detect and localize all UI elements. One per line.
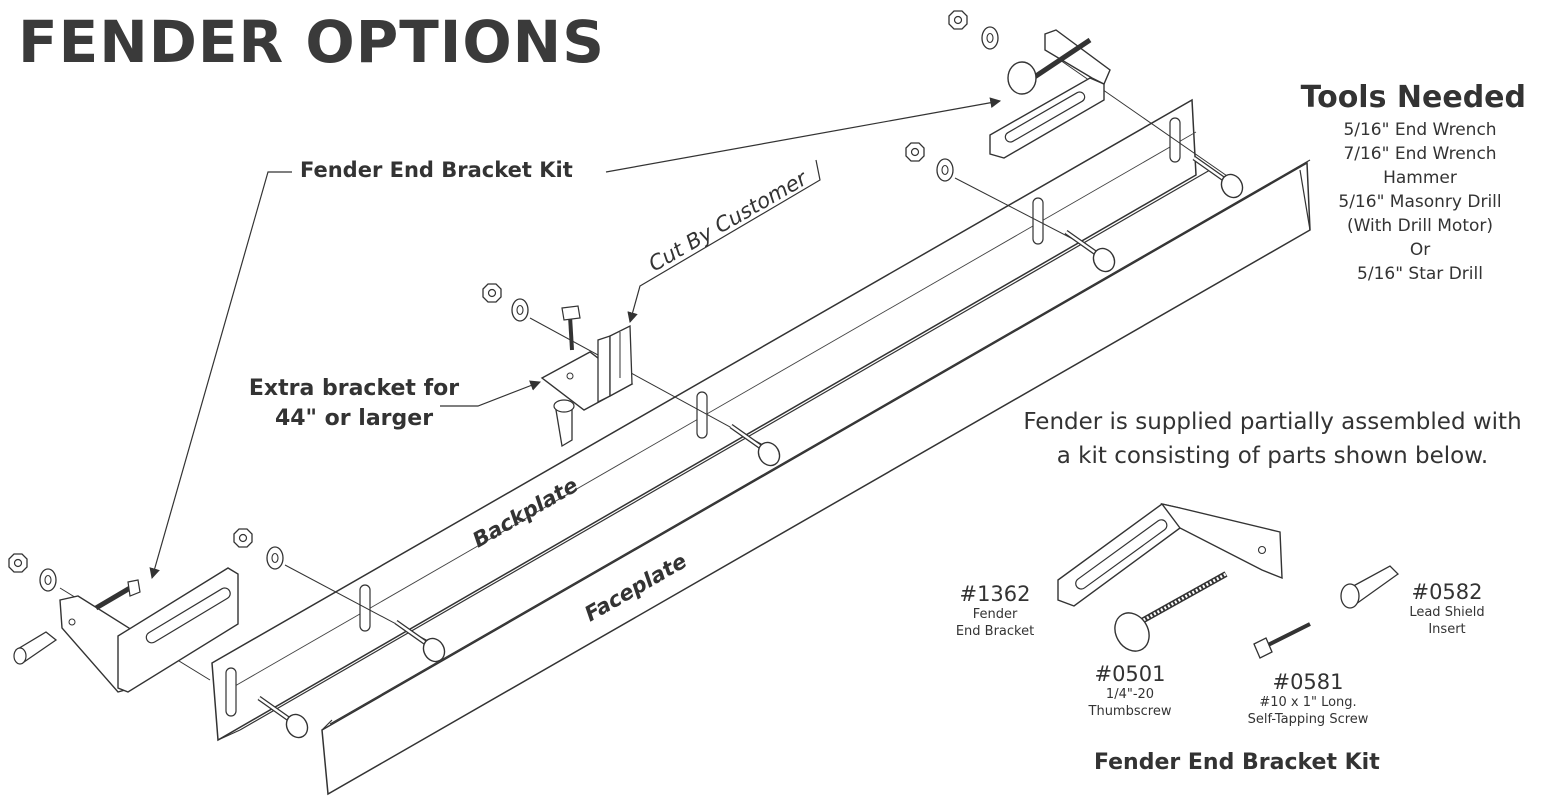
tool-item: 5/16" Masonry Drill [1338, 192, 1502, 212]
left-end-bracket [13, 567, 239, 693]
part-1362: #1362 Fender End Bracket [940, 582, 1050, 640]
part-0501: #0501 1/4"-20 Thumbscrew [1070, 662, 1190, 720]
faceplate [321, 159, 1311, 796]
part-number: #1362 [959, 582, 1031, 606]
note-line2: a kit consisting of parts shown below. [1056, 443, 1489, 469]
tool-item: Hammer [1383, 168, 1457, 188]
tools-list: 5/16" End Wrench 7/16" End Wrench Hammer… [1320, 118, 1520, 286]
kit-parts-illustration [1057, 502, 1400, 659]
extra-bracket-line1: Extra bracket for [248, 376, 460, 401]
extra-bracket-line2: 44" or larger [274, 406, 434, 431]
part-desc: #10 x 1" Long. [1259, 695, 1357, 710]
part-desc: Self-Tapping Screw [1247, 712, 1369, 727]
part-desc: Lead Shield [1409, 605, 1485, 620]
part-desc: End Bracket [955, 624, 1035, 639]
page-title: FENDER OPTIONS [18, 8, 605, 76]
assembly-note: Fender is supplied partially assembled w… [1000, 405, 1545, 473]
fastener-row-right [905, 142, 1119, 275]
tools-needed-heading: Tools Needed [1300, 80, 1526, 115]
extra-bracket-callout: Extra bracket for 44" or larger [244, 374, 464, 434]
part-number: #0581 [1272, 670, 1344, 694]
part-desc: Insert [1428, 622, 1466, 637]
note-line1: Fender is supplied partially assembled w… [1023, 409, 1522, 435]
fastener-row-center [482, 283, 784, 469]
part-number: #0582 [1411, 580, 1483, 604]
fastener-row-left [233, 528, 449, 665]
tool-item: 7/16" End Wrench [1343, 144, 1497, 164]
tool-item: 5/16" End Wrench [1343, 120, 1497, 140]
cut-by-customer-label: Cut By Customer [645, 166, 813, 277]
part-0581: #0581 #10 x 1" Long. Self-Tapping Screw [1228, 670, 1388, 728]
tool-item: Or [1409, 240, 1431, 260]
kit-callout-label: Fender End Bracket Kit [300, 158, 573, 182]
part-desc: Fender [972, 607, 1018, 622]
part-number: #0501 [1094, 662, 1166, 686]
extra-bracket [540, 305, 634, 448]
part-desc: 1/4"-20 [1105, 687, 1155, 702]
part-0582: #0582 Lead Shield Insert [1392, 580, 1502, 638]
part-desc: Thumbscrew [1088, 704, 1172, 719]
right-end-bracket [989, 29, 1111, 159]
kit-heading: Fender End Bracket Kit [1094, 750, 1380, 775]
backplate [211, 98, 1211, 742]
callout-lines [149, 97, 1002, 580]
tool-item: 5/16" Star Drill [1357, 264, 1483, 284]
tool-item: (With Drill Motor) [1346, 216, 1494, 236]
